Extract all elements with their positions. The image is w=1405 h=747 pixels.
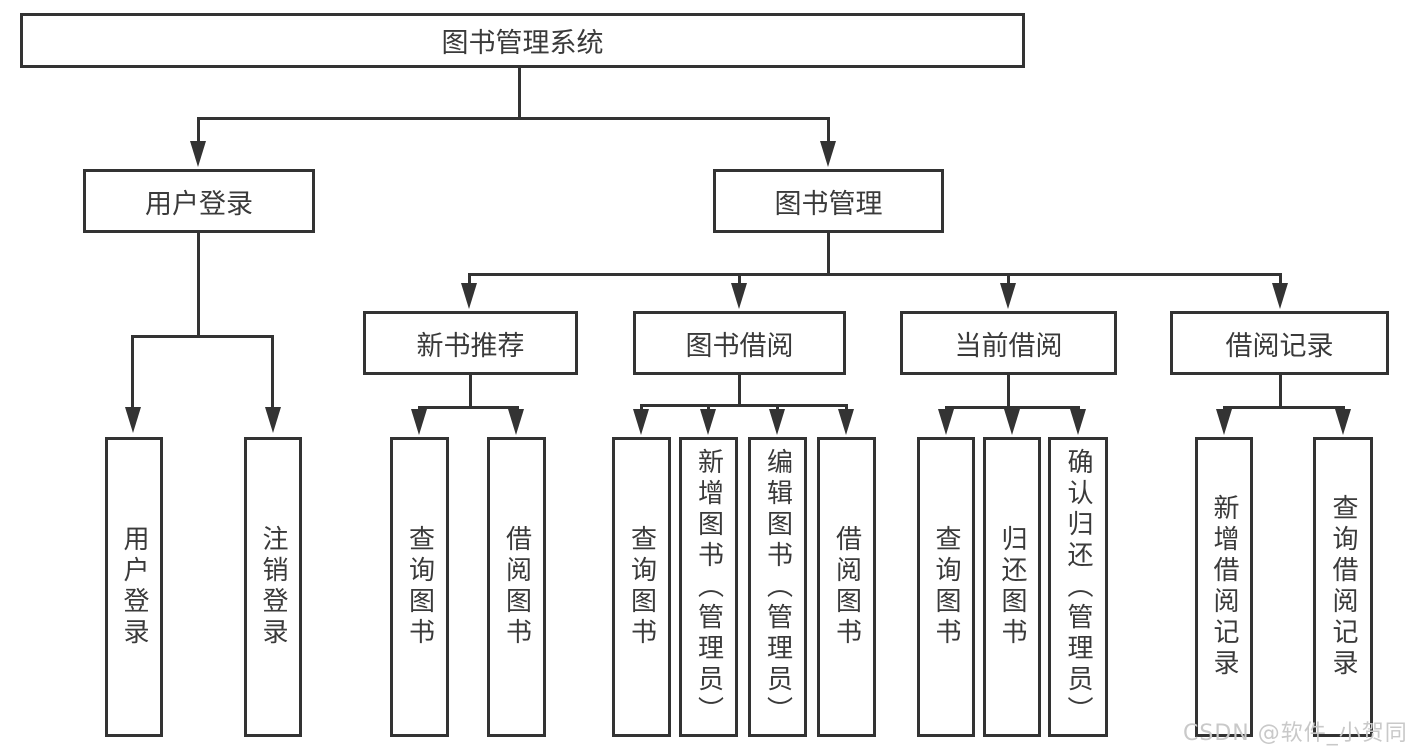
arrow-down-icon [700, 409, 716, 435]
connector-line [640, 404, 848, 407]
arrow-down-icon [1335, 409, 1351, 435]
connector-line [468, 273, 471, 285]
node-book-management: 图书管理 [713, 169, 944, 233]
connector-line [418, 406, 519, 409]
node-borrowing-records: 借阅记录 [1170, 311, 1389, 375]
arrow-down-icon [411, 409, 427, 435]
connector-line [640, 404, 643, 412]
connector-line [1279, 273, 1282, 285]
csdn-watermark: CSDN @软件_小贺同学 [1183, 721, 1405, 746]
leaf-query-borrow-record: 查询借阅记录 [1313, 437, 1373, 737]
connector-line [197, 117, 200, 143]
connector-line [738, 273, 741, 285]
arrow-down-icon [820, 141, 836, 167]
arrow-down-icon [838, 409, 854, 435]
arrow-down-icon [1000, 283, 1016, 309]
leaf-add-books-admin: 新增图书（管理员） [679, 437, 738, 737]
connector-line [738, 375, 741, 404]
leaf-borrow-books-recommend: 借阅图书 [487, 437, 546, 737]
node-current-borrowing: 当前借阅 [900, 311, 1117, 375]
connector-line [707, 404, 710, 412]
arrow-down-icon [461, 283, 477, 309]
arrow-down-icon [769, 409, 785, 435]
arrow-down-icon [125, 407, 141, 433]
leaf-user-login: 用户登录 [105, 437, 163, 737]
connector-line [845, 404, 848, 412]
connector-line [827, 233, 830, 273]
leaf-confirm-return-admin: 确认归还（管理员） [1048, 437, 1108, 737]
connector-line [468, 273, 1281, 276]
arrow-down-icon [731, 283, 747, 309]
connector-line [1007, 273, 1010, 285]
node-library-management-system: 图书管理系统 [20, 13, 1025, 68]
connector-line [131, 335, 134, 409]
node-new-book-recommendation: 新书推荐 [363, 311, 578, 375]
connector-line [518, 68, 521, 117]
connector-line [197, 233, 200, 335]
connector-line [271, 335, 274, 409]
node-user-login: 用户登录 [83, 169, 315, 233]
leaf-return-books: 归还图书 [983, 437, 1041, 737]
arrow-down-icon [265, 407, 281, 433]
leaf-borrow-books: 借阅图书 [817, 437, 876, 737]
arrow-down-icon [1070, 409, 1086, 435]
connector-line [776, 404, 779, 412]
connector-line [132, 335, 274, 338]
arrow-down-icon [508, 409, 524, 435]
leaf-edit-books-admin: 编辑图书（管理员） [748, 437, 807, 737]
connector-line [827, 117, 830, 143]
connector-line [1007, 375, 1010, 406]
arrow-down-icon [938, 409, 954, 435]
connector-line [1279, 375, 1282, 406]
leaf-logout: 注销登录 [244, 437, 302, 737]
arrow-down-icon [1216, 409, 1232, 435]
arrow-down-icon [1272, 283, 1288, 309]
arrow-down-icon [190, 141, 206, 167]
leaf-add-borrow-record: 新增借阅记录 [1195, 437, 1253, 737]
leaf-query-books-borrowing: 查询图书 [612, 437, 671, 737]
connector-line [1223, 406, 1344, 409]
arrow-down-icon [1004, 409, 1020, 435]
leaf-query-books-current: 查询图书 [917, 437, 975, 737]
node-book-borrowing: 图书借阅 [633, 311, 846, 375]
leaf-query-books-recommend: 查询图书 [390, 437, 449, 737]
arrow-down-icon [633, 409, 649, 435]
connector-line [197, 117, 830, 120]
connector-line [469, 375, 472, 406]
